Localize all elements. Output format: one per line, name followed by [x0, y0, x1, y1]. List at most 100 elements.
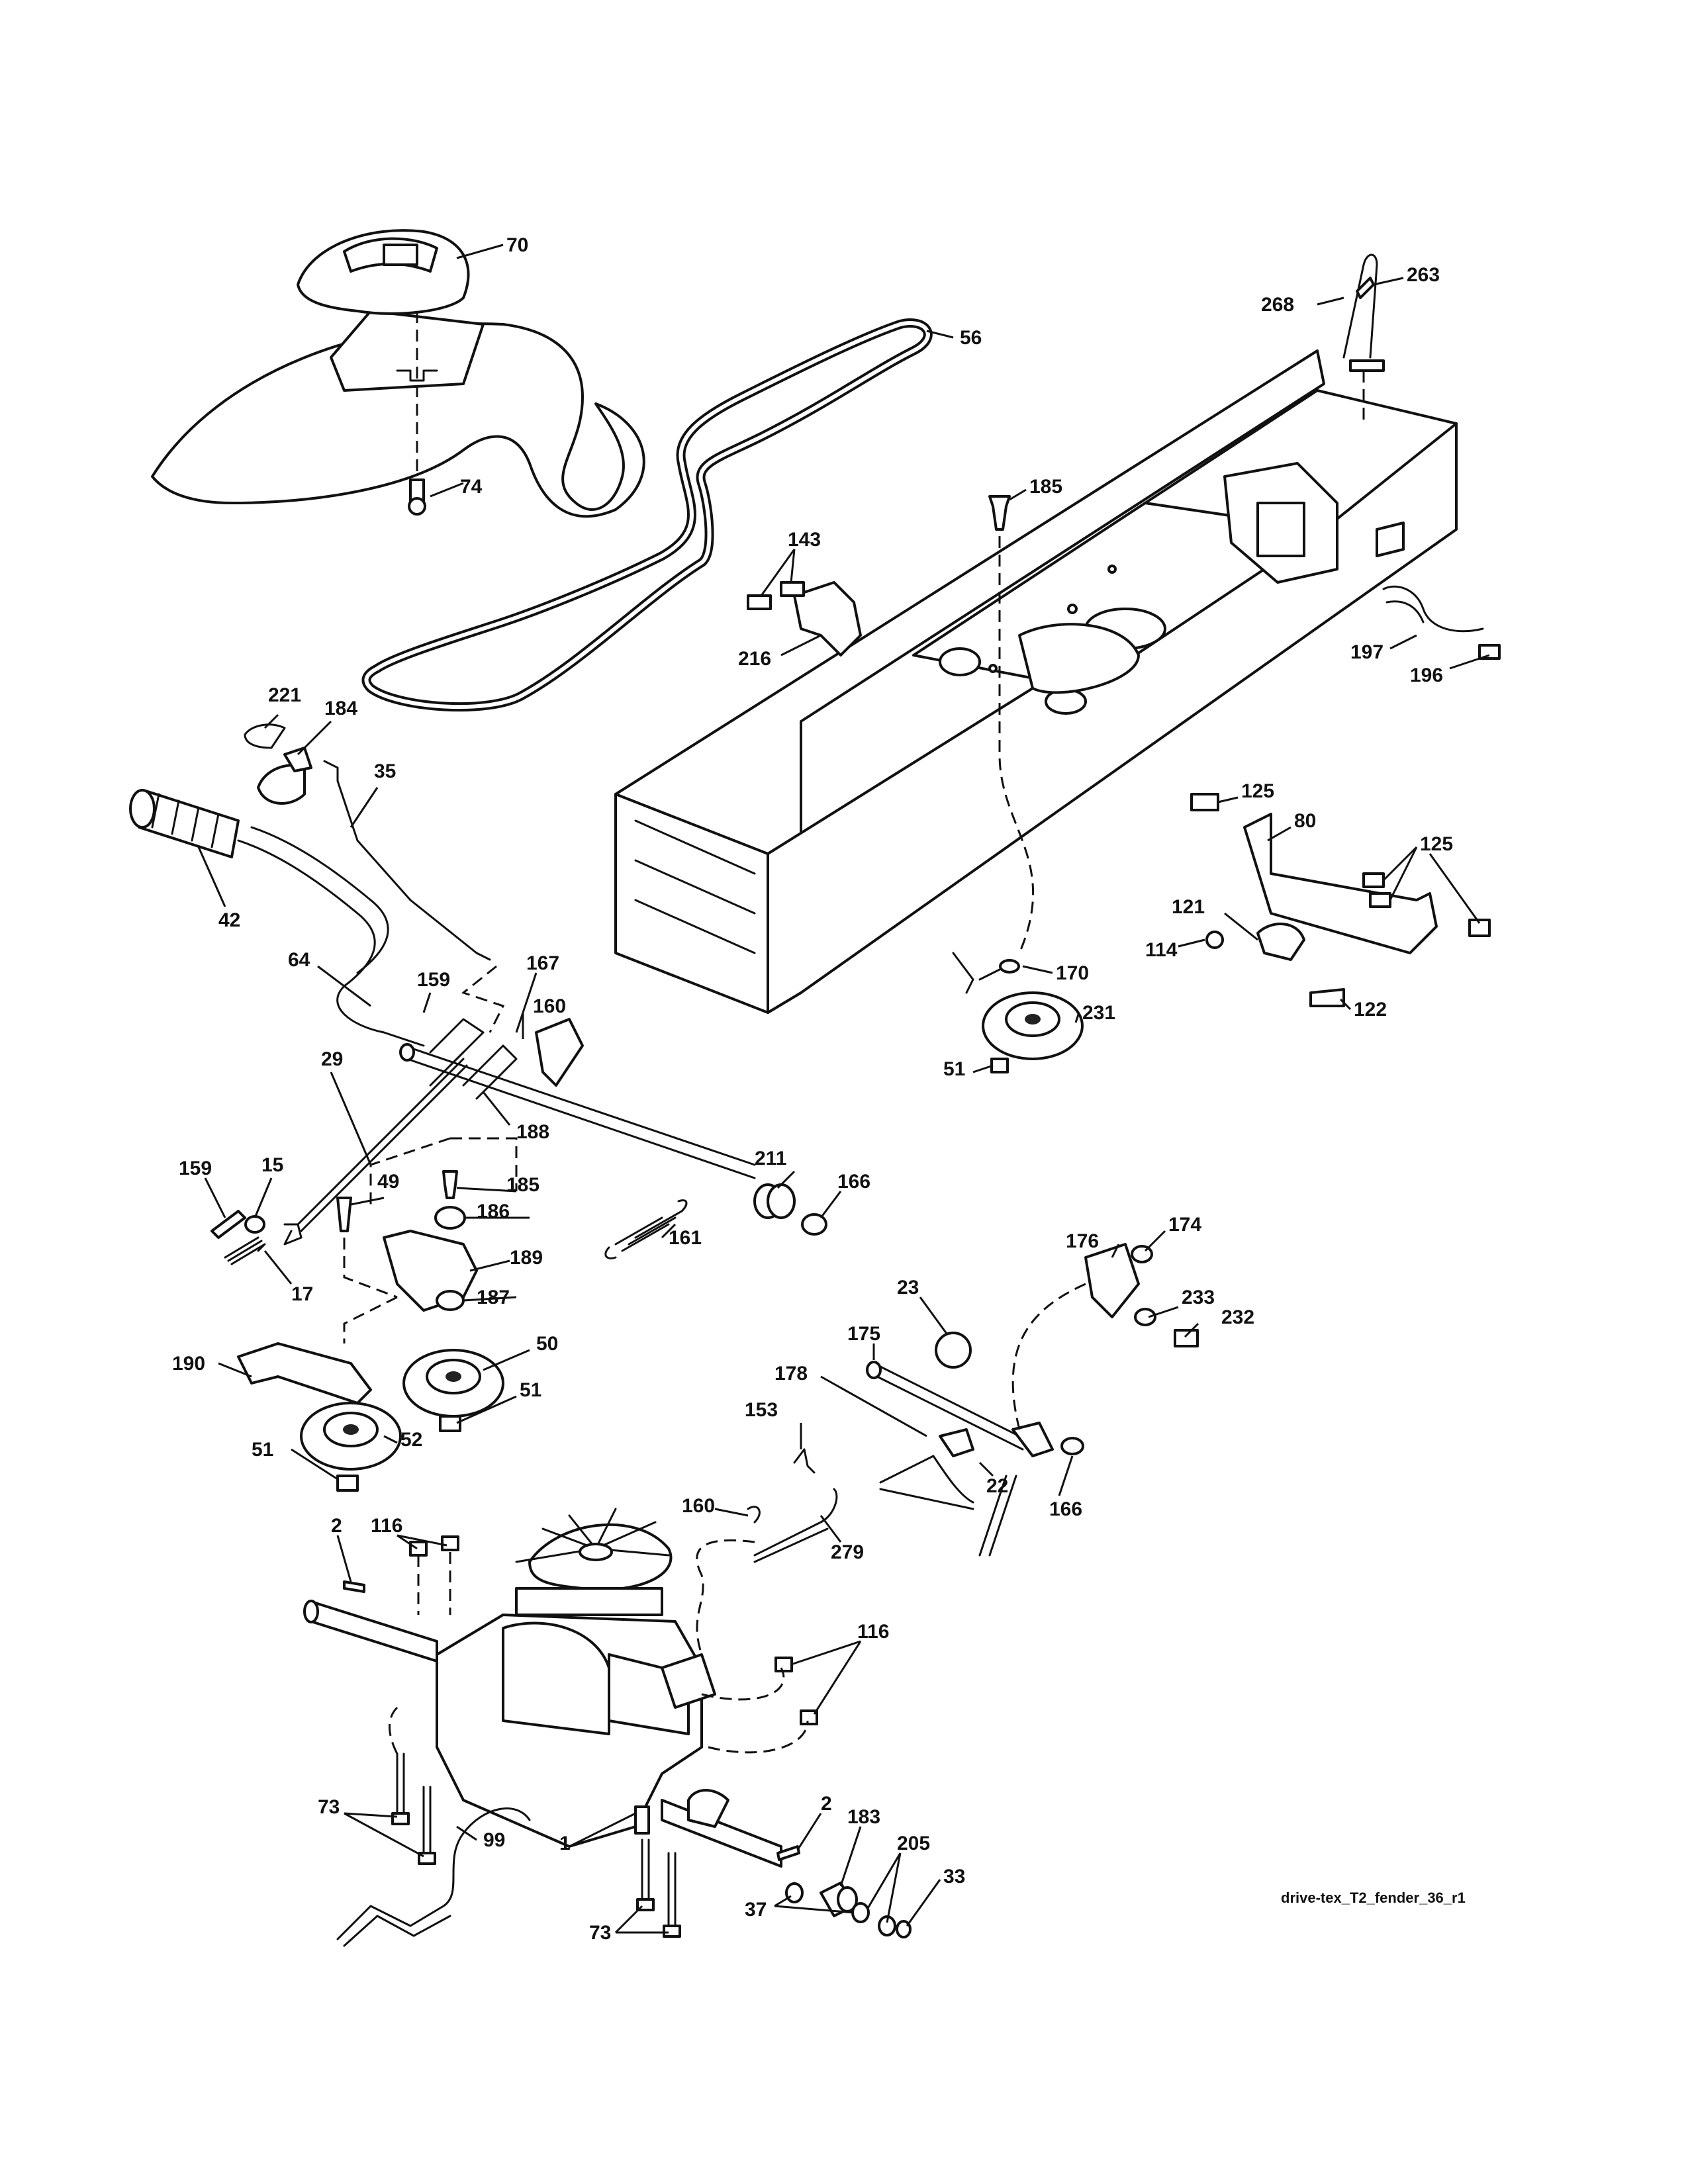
callout-125-left: 125: [1241, 780, 1274, 802]
shield-80: [1190, 793, 1491, 1007]
callout-190: 190: [172, 1353, 205, 1375]
keys-2: [343, 1580, 800, 1861]
callout-167: 167: [526, 952, 559, 974]
callout-64: 64: [288, 949, 310, 971]
callout-51-pulley52: 51: [252, 1439, 273, 1461]
callout-122: 122: [1354, 999, 1387, 1021]
callout-159-upper: 159: [417, 969, 450, 991]
pulley-50: [402, 1349, 504, 1432]
callout-50: 50: [536, 1333, 558, 1355]
leader-lines: [197, 244, 1490, 1934]
callout-121: 121: [1172, 896, 1205, 918]
bushing-211: [753, 1183, 827, 1236]
callout-153: 153: [745, 1399, 778, 1421]
callout-15: 15: [261, 1154, 283, 1176]
callout-232: 232: [1221, 1306, 1254, 1328]
drive-belt: [361, 318, 933, 712]
callout-51-pulley50: 51: [520, 1379, 541, 1401]
callout-29: 29: [321, 1048, 343, 1070]
callout-73-lower: 73: [589, 1922, 611, 1944]
bracket-190: [237, 1342, 372, 1404]
callout-189: 189: [510, 1247, 543, 1269]
diagram-caption: drive-tex_T2_fender_36_r1: [1281, 1889, 1466, 1906]
callout-73-upper: 73: [318, 1796, 340, 1818]
callout-56: 56: [960, 327, 982, 349]
fender-assembly: [151, 229, 645, 518]
rod-35: [323, 760, 491, 961]
callout-279: 279: [831, 1541, 864, 1563]
callout-183: 183: [847, 1806, 880, 1828]
callout-49: 49: [377, 1171, 399, 1193]
callout-216: 216: [738, 648, 771, 670]
callout-80: 80: [1294, 810, 1316, 832]
bracket-189: [336, 1170, 478, 1312]
frame-assembly: [614, 349, 1458, 1014]
knob-184: [244, 723, 312, 805]
callout-268: 268: [1261, 294, 1294, 316]
callout-51-frame: 51: [943, 1058, 965, 1080]
callout-205: 205: [897, 1833, 930, 1854]
callout-221: 221: [268, 684, 301, 706]
callout-185-top: 185: [1029, 476, 1062, 498]
callout-125-right: 125: [1420, 833, 1453, 855]
rod-99: [336, 1807, 531, 1947]
callout-70: 70: [506, 234, 528, 256]
callout-2-right: 2: [821, 1793, 832, 1815]
callout-159-lower: 159: [179, 1158, 212, 1179]
callout-23: 23: [897, 1277, 919, 1298]
callout-114: 114: [1145, 939, 1178, 961]
callout-211: 211: [755, 1148, 786, 1169]
idler-pulley-231: [952, 952, 1084, 1073]
pin-268: [1342, 253, 1385, 372]
callout-22: 22: [986, 1475, 1008, 1497]
transaxle-1: [303, 1508, 782, 1868]
callout-143: 143: [788, 529, 821, 551]
callout-166-brake: 166: [1049, 1498, 1082, 1520]
callout-33: 33: [943, 1866, 965, 1888]
callout-160-lower: 160: [682, 1495, 715, 1517]
callout-2-left: 2: [331, 1515, 342, 1537]
callout-186: 186: [477, 1201, 510, 1222]
pulley-52: [300, 1402, 402, 1492]
callout-170: 170: [1056, 962, 1089, 984]
bolt-185-top: [988, 495, 1011, 531]
rod-197: [1382, 585, 1501, 660]
callout-231: 231: [1082, 1002, 1115, 1024]
callout-263: 263: [1407, 264, 1440, 286]
callout-176: 176: [1066, 1230, 1099, 1252]
bracket-216: [747, 581, 862, 657]
shaft-188: [399, 1018, 756, 1179]
callout-17: 17: [291, 1283, 313, 1305]
callout-178: 178: [774, 1363, 808, 1385]
axle-hardware: [785, 1882, 912, 1938]
callout-52: 52: [400, 1429, 422, 1451]
callout-197: 197: [1350, 641, 1383, 663]
shift-lever: [129, 789, 425, 1047]
callout-233: 233: [1182, 1287, 1215, 1308]
callout-116-left: 116: [371, 1515, 402, 1537]
callout-166-shaft: 166: [837, 1171, 870, 1193]
callout-175: 175: [847, 1323, 880, 1345]
callout-187: 187: [477, 1287, 510, 1308]
callout-161: 161: [669, 1227, 702, 1249]
spring-161: [604, 1199, 688, 1259]
rod-29: [211, 1058, 468, 1265]
callout-35: 35: [374, 760, 396, 782]
callout-37: 37: [745, 1899, 767, 1921]
callout-188: 188: [516, 1121, 549, 1143]
callout-1: 1: [559, 1833, 571, 1854]
callout-185-lower: 185: [506, 1174, 539, 1196]
callout-184: 184: [324, 698, 357, 719]
callout-74: 74: [460, 476, 483, 498]
callout-160-upper: 160: [533, 995, 566, 1017]
rod-279: [747, 1448, 838, 1563]
callout-labels: 70 56 74 268 263 185 143 216 197 196 221…: [172, 234, 1453, 1944]
callout-99: 99: [483, 1829, 505, 1851]
callout-174: 174: [1168, 1214, 1201, 1236]
assembly-dashed-lines: [343, 311, 1365, 1754]
brake-assembly: [866, 1243, 1199, 1557]
callout-196: 196: [1410, 664, 1443, 686]
callout-116-right: 116: [857, 1621, 889, 1643]
callout-42: 42: [218, 909, 240, 931]
